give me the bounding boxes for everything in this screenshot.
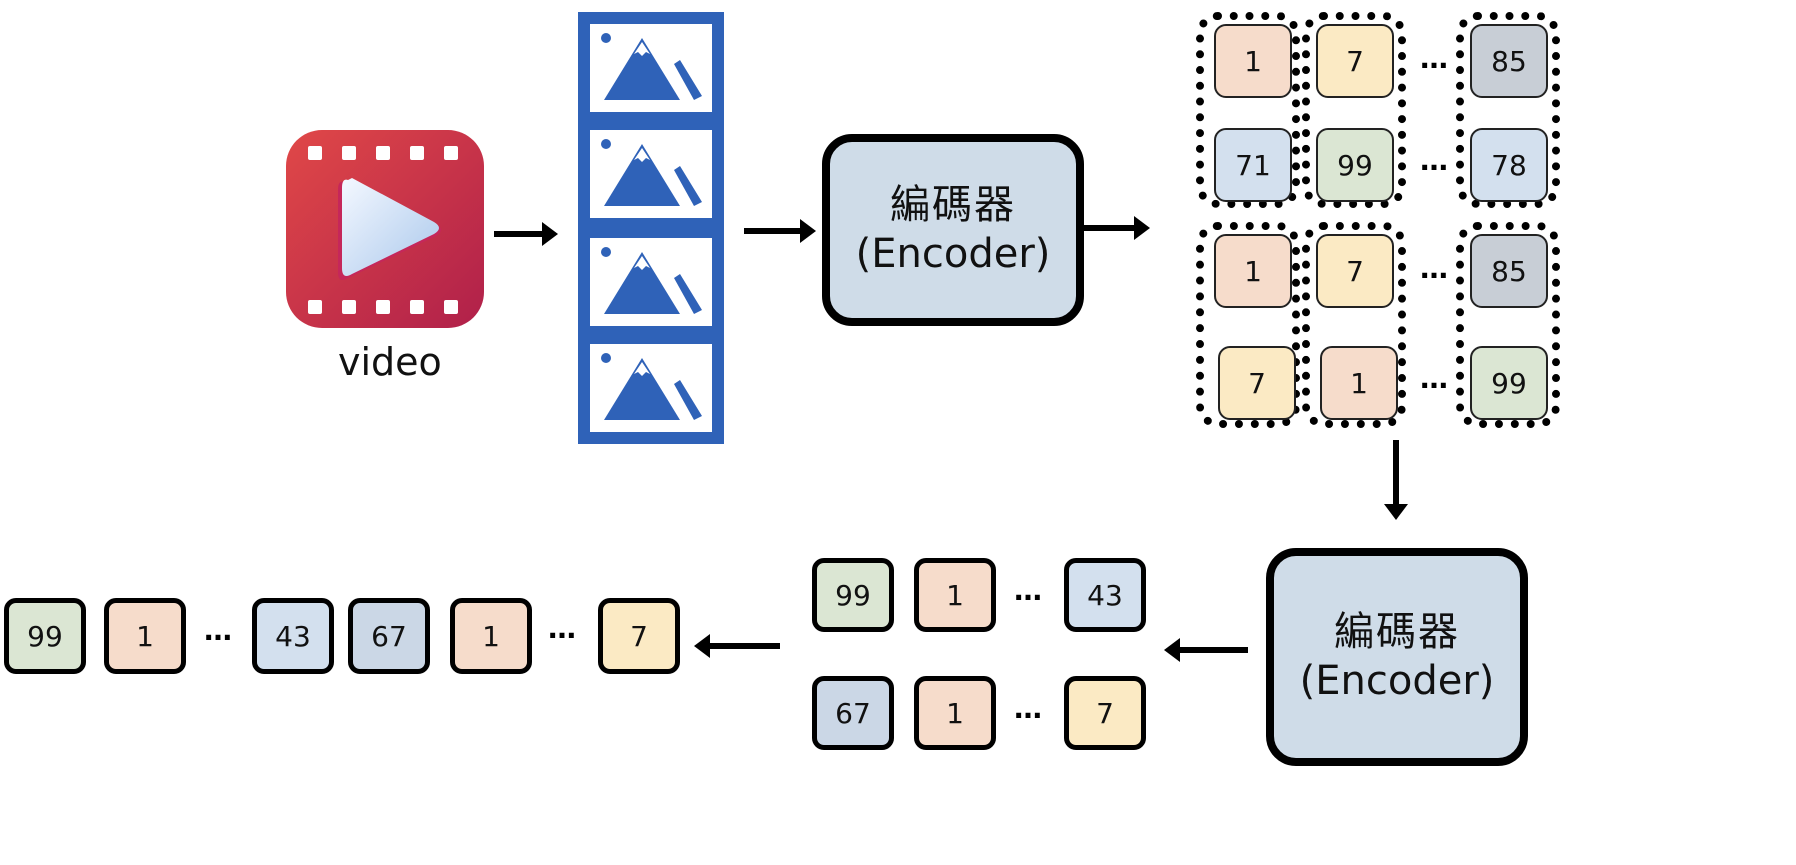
token: 78 <box>1470 128 1548 202</box>
video-frame <box>578 12 724 124</box>
encoder-title-zh: 編碼器 <box>890 182 1016 228</box>
video-frame <box>578 226 724 338</box>
ellipsis: … <box>1420 144 1449 177</box>
image-mountain-icon <box>590 344 712 432</box>
token: 43 <box>1064 558 1146 632</box>
token: 99 <box>1470 346 1548 420</box>
image-mountain-icon <box>590 238 712 326</box>
token: 7 <box>1316 234 1394 308</box>
video-frame <box>578 332 724 444</box>
token: 85 <box>1470 24 1548 98</box>
token: 1 <box>450 598 532 674</box>
token-group-outline <box>1302 12 1406 208</box>
image-mountain-icon <box>590 24 712 112</box>
token: 7 <box>1218 346 1296 420</box>
token: 99 <box>812 558 894 632</box>
ellipsis: … <box>204 614 233 647</box>
encoder-title-zh: 編碼器 <box>1334 609 1460 655</box>
token: 1 <box>1320 346 1398 420</box>
token: 43 <box>252 598 334 674</box>
token: 67 <box>812 676 894 750</box>
token: 71 <box>1214 128 1292 202</box>
encoder-box-bottom: 編碼器 (Encoder) <box>1266 548 1528 766</box>
ellipsis: … <box>1014 574 1043 607</box>
arrow-grid-to-encoder <box>1384 440 1408 520</box>
video-frame <box>578 118 724 230</box>
token: 85 <box>1470 234 1548 308</box>
ellipsis: … <box>548 612 577 645</box>
arrow-encoder-to-compressed <box>1164 638 1248 662</box>
token: 1 <box>914 676 996 750</box>
token: 7 <box>1316 24 1394 98</box>
ellipsis: … <box>1420 252 1449 285</box>
arrow-compressed-to-sequence <box>694 634 780 658</box>
token: 1 <box>1214 24 1292 98</box>
arrow-encoder-to-tokens <box>1084 216 1150 240</box>
encoder-box-top: 編碼器 (Encoder) <box>822 134 1084 326</box>
arrow-frames-to-encoder <box>744 219 816 243</box>
arrow-video-to-frames <box>494 222 558 246</box>
token: 99 <box>1316 128 1394 202</box>
token: 1 <box>104 598 186 674</box>
token: 7 <box>598 598 680 674</box>
encoder-title-en: (Encoder) <box>1299 658 1495 704</box>
token-group-outline <box>1196 222 1300 428</box>
token-group-outline <box>1302 222 1406 428</box>
image-mountain-icon <box>590 130 712 218</box>
ellipsis: … <box>1420 42 1449 75</box>
token: 67 <box>348 598 430 674</box>
token: 7 <box>1064 676 1146 750</box>
token-group-outline <box>1196 12 1300 208</box>
encoder-title-en: (Encoder) <box>855 231 1051 277</box>
video-play-icon <box>286 130 484 328</box>
token: 99 <box>4 598 86 674</box>
ellipsis: … <box>1420 362 1449 395</box>
token: 1 <box>914 558 996 632</box>
token: 1 <box>1214 234 1292 308</box>
video-label: video <box>338 340 442 384</box>
token-group-outline <box>1456 222 1560 428</box>
token-group-outline <box>1456 12 1560 208</box>
ellipsis: … <box>1014 692 1043 725</box>
